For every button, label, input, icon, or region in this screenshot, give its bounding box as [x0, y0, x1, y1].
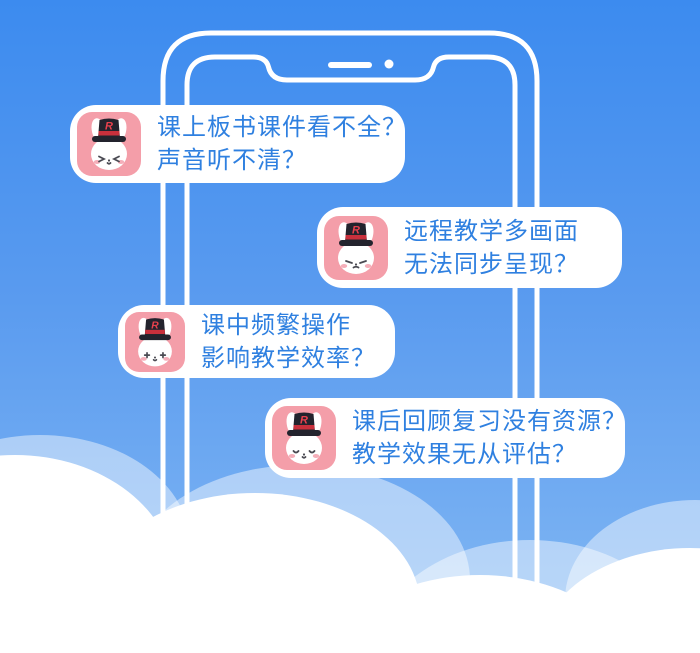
bubble-line: 影响教学效率？ — [201, 344, 376, 372]
bubble-text: 课中频繁操作 影响教学效率？ — [201, 309, 376, 375]
bubble-text: 课上板书课件看不全？ 声音听不清？ — [157, 111, 407, 177]
bubble-line: 课后回顾复习没有资源？ — [352, 408, 627, 435]
bubble-text: 课后回顾复习没有资源？ 教学效果无从评估？ — [352, 405, 627, 471]
bubble-line: 声音听不清？ — [157, 147, 307, 174]
phone-body-outline — [160, 30, 540, 653]
phone-screen-outline — [184, 54, 518, 653]
bubble-text: 远程教学多画面 无法同步呈现？ — [404, 215, 579, 281]
bubble-line: 无法同步呈现？ — [404, 250, 579, 278]
phone-speaker — [328, 62, 372, 68]
bubble-line: 远程教学多画面 — [404, 217, 579, 245]
svg-text:R: R — [151, 320, 159, 331]
question-bubble-4: R 课后回顾复习没有资源？ 教学效果无从评估？ — [265, 398, 627, 478]
phone-camera-dot — [384, 59, 394, 69]
question-bubble-1: R 课上板书课件看不全？ 声音听不清？ — [70, 105, 407, 183]
question-bubble-2: R 远程教学多画面 无法同步呈现？ — [317, 207, 622, 288]
svg-text:R: R — [352, 224, 360, 236]
rabbit-avatar-icon: R — [272, 406, 336, 470]
cloud-front-layer — [0, 455, 700, 653]
svg-text:R: R — [300, 415, 308, 427]
bubble-line: 教学效果无从评估？ — [352, 441, 577, 468]
question-bubble-3: R 课中频繁操作 影响教学效率？ — [118, 305, 395, 378]
rabbit-avatar-icon: R — [125, 311, 185, 372]
rabbit-avatar-icon: R — [324, 215, 388, 280]
bubble-line: 课中频繁操作 — [201, 311, 351, 339]
rabbit-avatar-icon: R — [77, 112, 141, 176]
bubble-line: 课上板书课件看不全？ — [157, 114, 407, 141]
svg-text:R: R — [105, 121, 113, 133]
